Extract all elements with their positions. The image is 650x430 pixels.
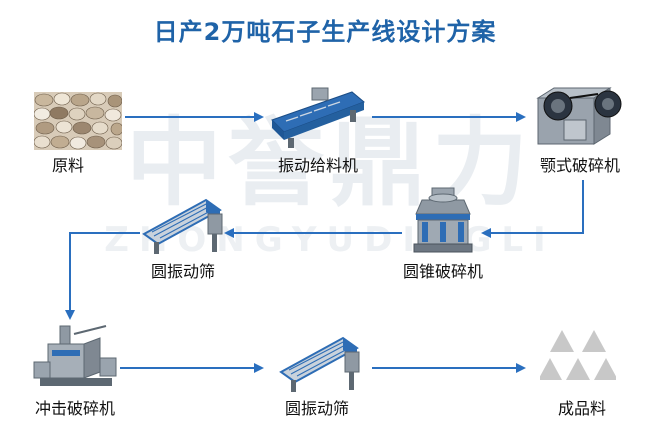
vibrating-feeder-icon — [271, 87, 365, 148]
label-screen-2: 圆振动筛 — [284, 399, 349, 418]
vibrating-screen-icon — [142, 198, 223, 254]
label-raw: 原料 — [51, 156, 84, 175]
node-raw — [34, 92, 122, 150]
node-impact — [30, 322, 120, 392]
label-cone: 圆锥破碎机 — [402, 262, 483, 281]
node-screen-1 — [140, 192, 230, 256]
arrow-jaw-to-cone — [481, 180, 584, 238]
page-title: 日产2万吨石子生产线设计方案 — [153, 18, 497, 46]
node-screen-2 — [274, 330, 370, 394]
label-product: 成品料 — [557, 399, 606, 418]
jaw-crusher-icon — [536, 87, 622, 145]
cone-crusher-icon — [413, 187, 473, 253]
label-screen-1: 圆振动筛 — [150, 262, 215, 281]
label-feeder: 振动给料机 — [277, 156, 358, 175]
label-jaw: 颚式破碎机 — [539, 156, 620, 175]
node-jaw — [534, 84, 626, 150]
node-product — [540, 328, 616, 384]
label-impact: 冲击破碎机 — [34, 399, 115, 418]
stones-icon — [34, 92, 122, 150]
impact-crusher-icon — [33, 325, 117, 386]
triangles-icon — [540, 330, 616, 380]
node-cone — [410, 186, 476, 256]
arrow-screen-to-impact — [65, 232, 140, 320]
node-feeder — [268, 84, 368, 150]
vibrating-screen-icon — [279, 336, 360, 392]
